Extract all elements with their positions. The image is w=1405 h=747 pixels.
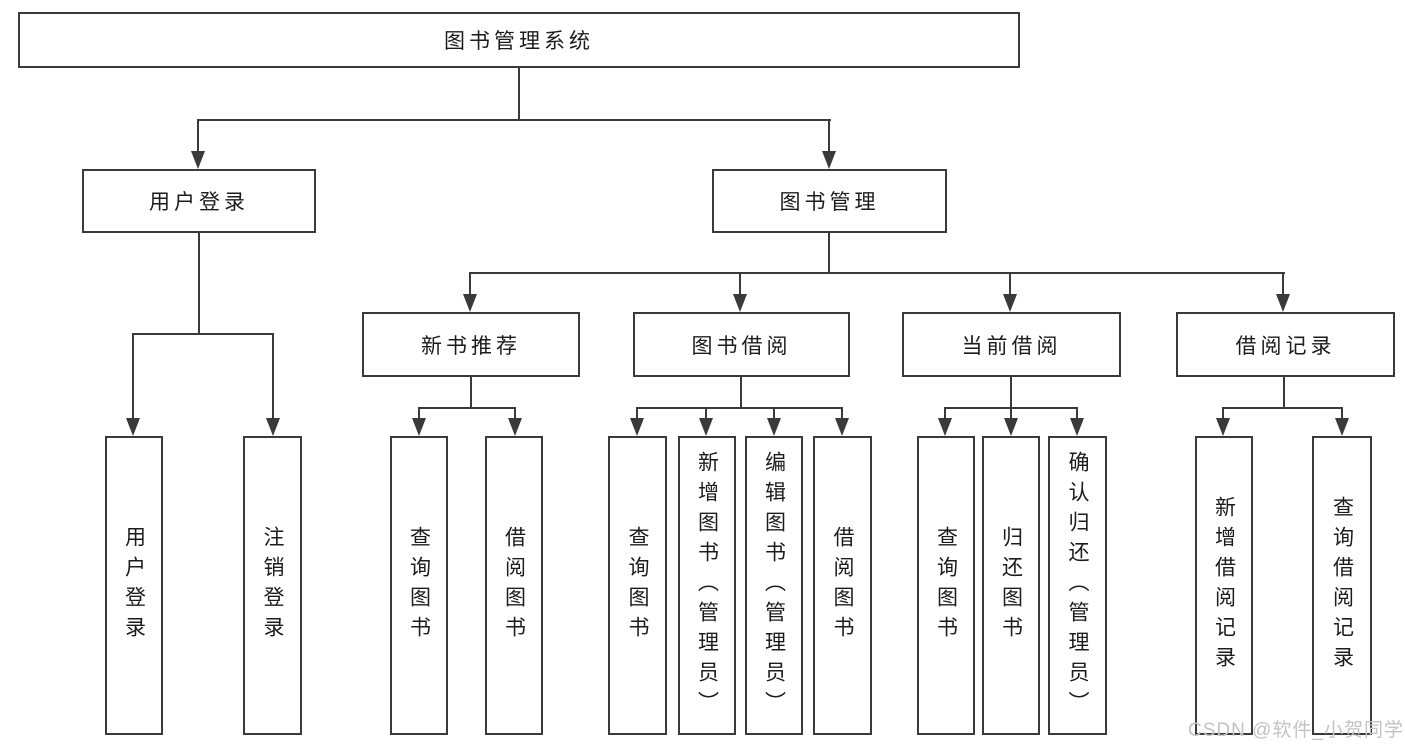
leaf-query-book-recommend: 查询图书 (390, 436, 448, 735)
connector-line (636, 408, 638, 418)
leaf-label: 编辑图书（管理员） (762, 450, 786, 721)
arrow-down-icon (767, 418, 781, 436)
connector-line (1282, 273, 1284, 294)
leaf-add-borrow-record: 新增借阅记录 (1195, 436, 1253, 735)
connector-line (828, 120, 830, 151)
connector-line (1222, 407, 1343, 409)
connector-line (418, 408, 420, 418)
connector-line (1341, 408, 1343, 418)
leaf-label: 借阅图书 (502, 525, 526, 646)
connector-line (828, 233, 830, 273)
arrow-down-icon (630, 418, 644, 436)
leaf-label: 新增图书（管理员） (695, 450, 719, 721)
connector-line (1076, 408, 1078, 418)
connector-line (636, 407, 843, 409)
arrow-down-icon (835, 418, 849, 436)
connector-line (198, 233, 200, 334)
node-book-management: 图书管理 (712, 169, 947, 233)
connector-line (197, 120, 199, 151)
connector-line (739, 273, 741, 294)
leaf-confirm-return-admin: 确认归还（管理员） (1048, 436, 1107, 735)
leaf-label: 注销登录 (261, 525, 284, 646)
arrow-down-icon (1276, 294, 1290, 312)
leaf-label: 查询借阅记录 (1330, 495, 1354, 676)
connector-line (740, 377, 742, 408)
leaf-label: 查询图书 (626, 525, 649, 646)
connector-line (469, 272, 1285, 274)
leaf-query-borrow-record: 查询借阅记录 (1312, 436, 1372, 735)
connector-line (841, 408, 843, 418)
node-borrowing-records: 借阅记录 (1176, 312, 1395, 377)
connector-line (418, 407, 516, 409)
connector-line (132, 334, 134, 418)
connector-line (197, 119, 831, 121)
node-new-book-recommendation: 新书推荐 (362, 312, 580, 377)
arrow-down-icon (412, 418, 426, 436)
arrow-down-icon (822, 151, 836, 169)
leaf-add-book-admin: 新增图书（管理员） (678, 436, 736, 735)
leaf-label: 用户登录 (122, 525, 146, 646)
leaf-edit-book-admin: 编辑图书（管理员） (745, 436, 803, 735)
leaf-label: 确认归还（管理员） (1066, 450, 1089, 721)
arrow-down-icon (463, 294, 477, 312)
arrow-down-icon (266, 418, 280, 436)
connector-line (470, 377, 472, 408)
node-book-borrowing: 图书借阅 (633, 312, 850, 377)
connector-line (132, 333, 274, 335)
connector-line (1009, 273, 1011, 294)
connector-line (773, 408, 775, 418)
arrow-down-icon (699, 418, 713, 436)
leaf-label: 新增借阅记录 (1212, 495, 1236, 676)
node-user-login: 用户登录 (82, 169, 316, 233)
connector-line (705, 408, 707, 418)
leaf-label: 归还图书 (999, 525, 1023, 646)
connector-line (1283, 377, 1285, 408)
leaf-label: 借阅图书 (831, 525, 854, 646)
arrow-down-icon (508, 418, 522, 436)
leaf-label: 查询图书 (934, 525, 958, 646)
leaf-borrow-book-recommend: 借阅图书 (485, 436, 543, 735)
leaf-return-book: 归还图书 (982, 436, 1040, 735)
connector-line (1010, 408, 1012, 418)
arrow-down-icon (1004, 418, 1018, 436)
arrow-down-icon (733, 294, 747, 312)
connector-line (944, 408, 946, 418)
node-library-system: 图书管理系统 (18, 12, 1020, 68)
arrow-down-icon (1335, 418, 1349, 436)
connector-line (469, 273, 471, 294)
leaf-user-login: 用户登录 (105, 436, 163, 735)
leaf-borrow-book: 借阅图书 (813, 436, 872, 735)
connector-line (518, 68, 520, 120)
csdn-watermark: CSDN @软件_小贺同学 (1188, 720, 1404, 741)
arrow-down-icon (1216, 418, 1230, 436)
node-current-borrowing: 当前借阅 (902, 312, 1121, 377)
arrow-down-icon (1070, 418, 1084, 436)
arrow-down-icon (1003, 294, 1017, 312)
leaf-label: 查询图书 (407, 525, 431, 646)
connector-line (1010, 377, 1012, 408)
arrow-down-icon (126, 418, 140, 436)
arrow-down-icon (938, 418, 952, 436)
leaf-logout: 注销登录 (243, 436, 302, 735)
arrow-down-icon (191, 151, 205, 169)
connector-line (514, 408, 516, 418)
connector-line (1222, 408, 1224, 418)
connector-line (272, 334, 274, 418)
leaf-query-book-borrowing: 查询图书 (608, 436, 667, 735)
leaf-query-book-current: 查询图书 (917, 436, 975, 735)
